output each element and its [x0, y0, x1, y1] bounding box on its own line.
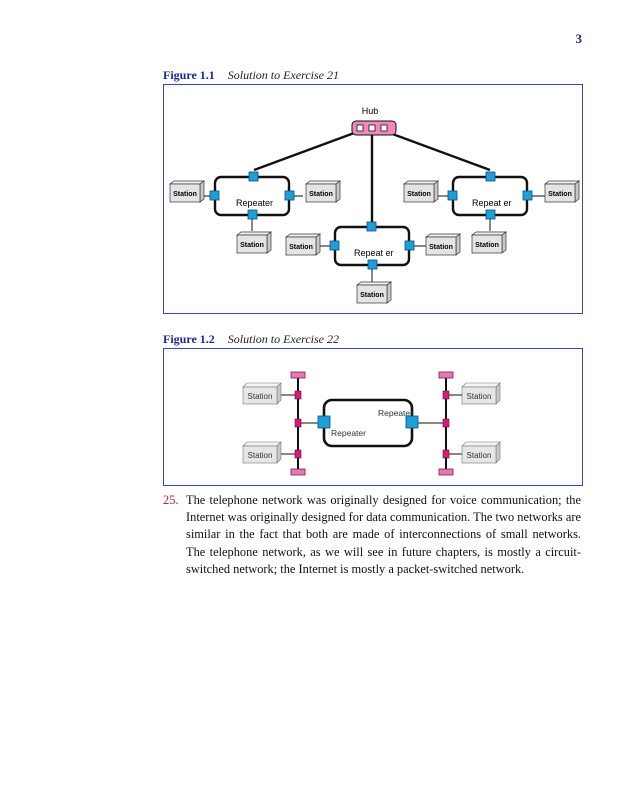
svg-text:Station: Station [475, 242, 499, 249]
svg-text:Station: Station [407, 191, 431, 198]
repeater-middle-label: Repeat er [354, 248, 394, 258]
station-4: Station [284, 233, 322, 256]
svg-text:Station: Station [548, 191, 572, 198]
figure-1-label: Figure 1.1 [163, 68, 215, 82]
svg-text:Station: Station [248, 392, 273, 401]
station-left-top: Station [242, 382, 282, 405]
repeater-label-top: Repeater [378, 408, 413, 418]
figure-2-label: Figure 1.2 [163, 332, 215, 346]
hub [351, 120, 397, 136]
segment-terminators [290, 371, 454, 476]
figure-2-frame: Repeater Repeater Station Station [163, 348, 583, 486]
svg-text:Station: Station [289, 244, 313, 251]
figure-1-caption: Figure 1.1 Solution to Exercise 21 [163, 68, 339, 83]
svg-text:Station: Station [309, 191, 333, 198]
figure-2-caption: Figure 1.2 Solution to Exercise 22 [163, 332, 339, 347]
svg-text:Station: Station [248, 451, 273, 460]
station-2: Station [304, 180, 342, 203]
link-hub-right [378, 127, 491, 172]
svg-text:Station: Station [173, 191, 197, 198]
station-3: Station [235, 231, 273, 254]
station-6: Station [355, 281, 393, 304]
repeater [322, 398, 414, 448]
repeater-right-label: Repeat er [472, 198, 512, 208]
exercise-25-paragraph: 25. The telephone network was originally… [163, 492, 581, 578]
svg-text:Station: Station [429, 244, 453, 251]
station-9: Station [470, 231, 508, 254]
repeater-left-label: Repeater [236, 198, 273, 208]
svg-text:Station: Station [467, 451, 492, 460]
repeater-ports [317, 415, 419, 429]
page-number: 3 [575, 31, 583, 46]
station-right-bottom: Station [461, 441, 501, 464]
repeater-middle [333, 225, 411, 267]
segment-taps [294, 390, 450, 459]
repeater-ports [209, 171, 533, 270]
station-7: Station [402, 180, 440, 203]
link-hub-left [253, 127, 366, 172]
figure-1-frame: Hub Repeater Repeat er Repeat er [163, 84, 583, 314]
hub-label: Hub [362, 106, 379, 116]
svg-text:Station: Station [360, 292, 384, 299]
repeater-label-bottom: Repeater [331, 428, 366, 438]
svg-text:Station: Station [467, 392, 492, 401]
figure-1-diagram: Hub Repeater Repeat er Repeat er [168, 106, 581, 304]
station-right-top: Station [461, 382, 501, 405]
station-8: Station [543, 180, 581, 203]
repeater-left [213, 175, 291, 217]
exercise-number: 25. [163, 493, 179, 507]
figure-1-title: Solution to Exercise 21 [227, 68, 339, 82]
exercise-text: The telephone network was originally des… [186, 493, 581, 576]
repeater-right [451, 175, 529, 217]
figure-2-title: Solution to Exercise 22 [227, 332, 339, 346]
svg-text:Station: Station [240, 242, 264, 249]
station-1: Station [168, 180, 206, 203]
figure-2-diagram: Repeater Repeater Station Station [242, 371, 501, 476]
station-left-bottom: Station [242, 441, 282, 464]
station-5: Station [424, 233, 462, 256]
